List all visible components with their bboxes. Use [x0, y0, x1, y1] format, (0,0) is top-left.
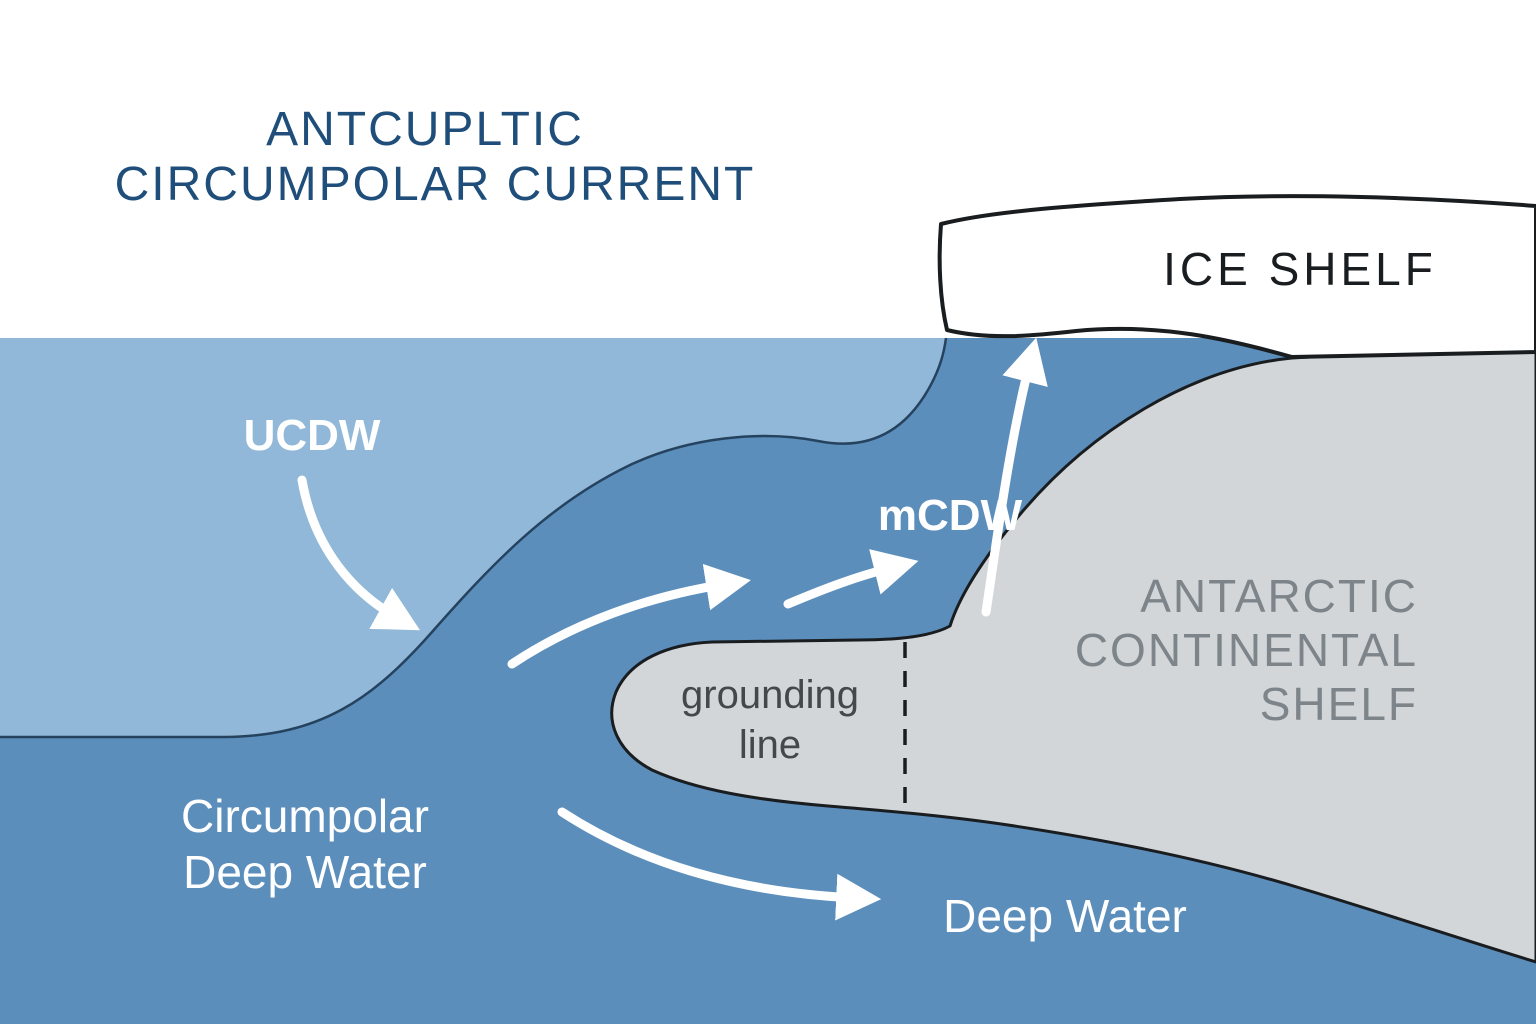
ucdw-label: UCDW: [244, 411, 381, 460]
water-mass-boundary-line: [0, 337, 948, 739]
ucdw-descending-arrow: [297, 475, 421, 631]
continental-shelf-label-line1: ANTARCTIC: [1140, 570, 1418, 622]
continental-shelf-label-line3: SHELF: [1260, 678, 1418, 730]
onshore-flow-arrow-1: [507, 563, 751, 669]
grounding-line-label-line2: line: [739, 723, 801, 767]
onshore-flow-arrow-2: [783, 549, 919, 609]
continental-shelf-landmass: [610, 348, 1536, 964]
title-line1: ANTCUPLTIC: [266, 103, 584, 156]
continental-shelf-label-line2: CONTINENTAL: [1075, 624, 1418, 676]
mcdw-upwelling-arrow: [981, 337, 1048, 617]
cdw-label-line1: Circumpolar: [181, 790, 429, 842]
ice-shelf-label: ICE SHELF: [1163, 243, 1437, 295]
ice-shelf-shape: [937, 194, 1536, 359]
grounding-line-label-line1: grounding: [681, 673, 859, 717]
deep-water-label: Deep Water: [943, 890, 1187, 942]
cdw-label-line2: Deep Water: [183, 846, 427, 898]
deep-water-outflow-arrow: [557, 807, 882, 921]
title-line2: CIRCUMPOLAR CURRENT: [115, 158, 756, 211]
mcdw-label: mCDW: [878, 491, 1023, 540]
